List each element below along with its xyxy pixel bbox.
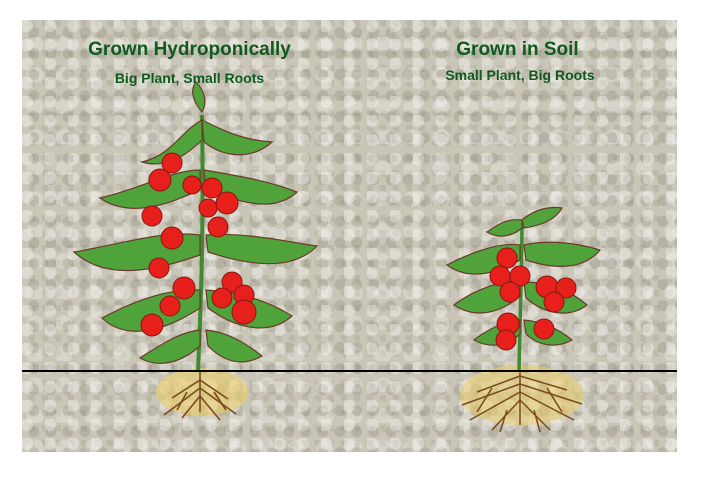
tomato [161,152,183,174]
tomato [215,191,239,215]
tomato [148,257,170,279]
soil-plant [445,206,602,433]
soil-subtitle: Small Plant, Big Roots [445,67,595,83]
soil-stem [517,219,524,373]
tomato [198,198,218,218]
tomato [201,177,223,199]
hydroponic-title: Grown Hydroponically [88,39,291,60]
hydroponic-leaves [72,81,319,364]
tomato [495,329,517,351]
tomato [509,265,531,287]
hydroponic-subtitle: Big Plant, Small Roots [114,70,265,86]
soil-title: Grown in Soil [456,39,579,60]
tomato [182,175,202,195]
tomato [555,277,577,299]
tomato [207,216,229,238]
soil-tomatoes [489,247,577,351]
hydroponic-tomatoes [140,152,257,337]
tomato [231,299,257,325]
hydroponic-stem [196,114,205,373]
tomato [211,287,233,309]
tomato [140,313,164,337]
tomato [496,247,518,269]
tomato [543,291,565,313]
tomato [221,271,243,293]
tomato [148,168,172,192]
hydroponic-plant [72,81,319,421]
plants-illustration [22,81,677,433]
hydroponic-roots-glow [156,368,248,416]
illustration-panel: Grown Hydroponically Big Plant, Small Ro… [22,20,677,452]
soil-roots-glow [460,365,584,425]
tomato [160,226,184,250]
soil-roots [461,370,583,433]
tomato [159,295,181,317]
hydroponic-roots [163,371,237,421]
tomato [141,205,163,227]
tomato [172,276,196,300]
tomato [499,281,521,303]
tomato [533,318,555,340]
